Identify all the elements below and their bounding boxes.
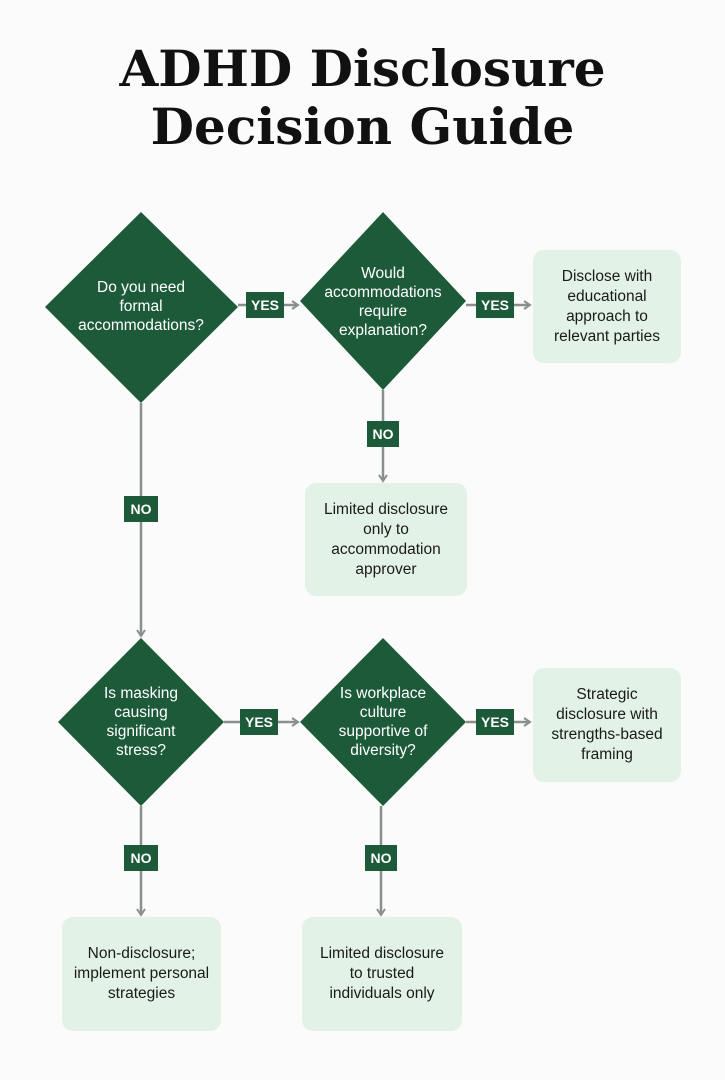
decision-diamond-need-accommodations [45, 212, 238, 403]
outcome-limited-trusted-text: Limited disclosure to trusted individual… [319, 945, 445, 1002]
page-title: ADHD Disclosure Decision Guide [0, 40, 725, 156]
decision-diamond-masking-stress [58, 638, 224, 806]
title-line-2: Decision Guide [150, 97, 575, 156]
outcome-limited-approver-text: Limited disclosure only to accommodation… [323, 500, 449, 578]
no-label-require-explanation: NO [367, 421, 399, 447]
decision-diamond-culture-supportive [300, 638, 466, 806]
outcome-educational: Disclose with educational approach to re… [533, 250, 681, 363]
yes-label-need-accommodations: YES [246, 292, 284, 318]
title-line-1: ADHD Disclosure [119, 39, 606, 98]
outcome-strategic: Strategic disclosure with strengths-base… [533, 668, 681, 782]
outcome-educational-text: Disclose with educational approach to re… [554, 267, 660, 345]
no-label-culture-supportive: NO [365, 845, 397, 871]
outcome-non-disclosure: Non-disclosure; implement personal strat… [62, 917, 221, 1031]
no-label-need-accommodations: NO [124, 496, 158, 522]
decision-diamond-require-explanation [300, 212, 466, 390]
yes-label-masking-stress: YES [240, 709, 278, 735]
yes-label-require-explanation: YES [476, 292, 514, 318]
yes-label-culture-supportive: YES [476, 709, 514, 735]
no-label-masking-stress: NO [124, 845, 158, 871]
outcome-non-disclosure-text: Non-disclosure; implement personal strat… [73, 945, 210, 1002]
outcome-limited-trusted: Limited disclosure to trusted individual… [302, 917, 462, 1031]
outcome-strategic-text: Strategic disclosure with strengths-base… [551, 686, 663, 763]
outcome-limited-approver: Limited disclosure only to accommodation… [305, 483, 467, 596]
